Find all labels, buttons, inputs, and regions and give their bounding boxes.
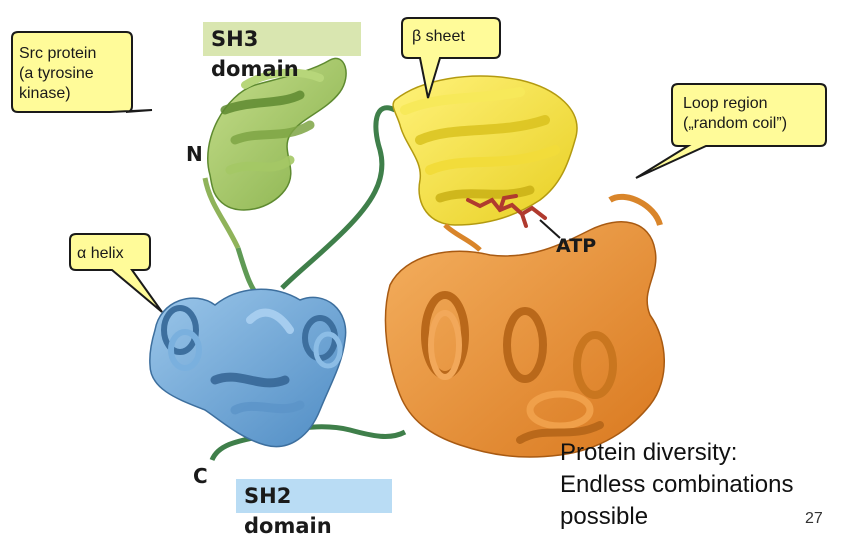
callout-loop-region-line: („random coil”) [683, 115, 788, 132]
callout-src-protein-bubble [11, 31, 153, 113]
n-terminus-label: N [186, 142, 203, 166]
protein-diversity-note: Protein diversity: Endless combinations … [560, 437, 793, 533]
callout-alpha-helix-bubble [69, 233, 163, 313]
c-terminus-label: C [193, 464, 208, 488]
callout-beta-sheet-bubble [401, 17, 501, 99]
kinase-n-lobe-ribbon [392, 75, 578, 226]
atp-label: ATP [556, 235, 597, 257]
note-line: Protein diversity: [560, 439, 738, 466]
callout-src-protein-line: Src protein [19, 45, 97, 62]
atp-molecule [466, 194, 547, 228]
note-line: possible [560, 503, 649, 530]
callout-loop-region-text: Loop region („random coil”) [683, 94, 787, 134]
note-line: Endless combinations [560, 471, 794, 498]
kinase-c-lobe-ribbon [384, 193, 665, 458]
callout-src-protein-line: kinase) [19, 85, 71, 102]
atp-pointer-line [539, 219, 561, 239]
sh3-domain-ribbon [202, 57, 347, 250]
callout-loop-region-bubble [635, 83, 827, 179]
callout-alpha-helix-text: α helix [77, 245, 124, 262]
callout-src-protein-line: (a tyrosine [19, 65, 94, 82]
callout-src-protein-text: Src protein (a tyrosine kinase) [19, 44, 96, 104]
callout-loop-region-line: Loop region [683, 95, 768, 112]
sh2-domain-label: SH2 domain [236, 479, 392, 538]
sh3-domain-label: SH3 domain [203, 22, 361, 81]
sh2-domain-ribbon [149, 288, 347, 448]
callout-beta-sheet-text: β sheet [412, 28, 465, 45]
page-number: 27 [805, 510, 823, 527]
